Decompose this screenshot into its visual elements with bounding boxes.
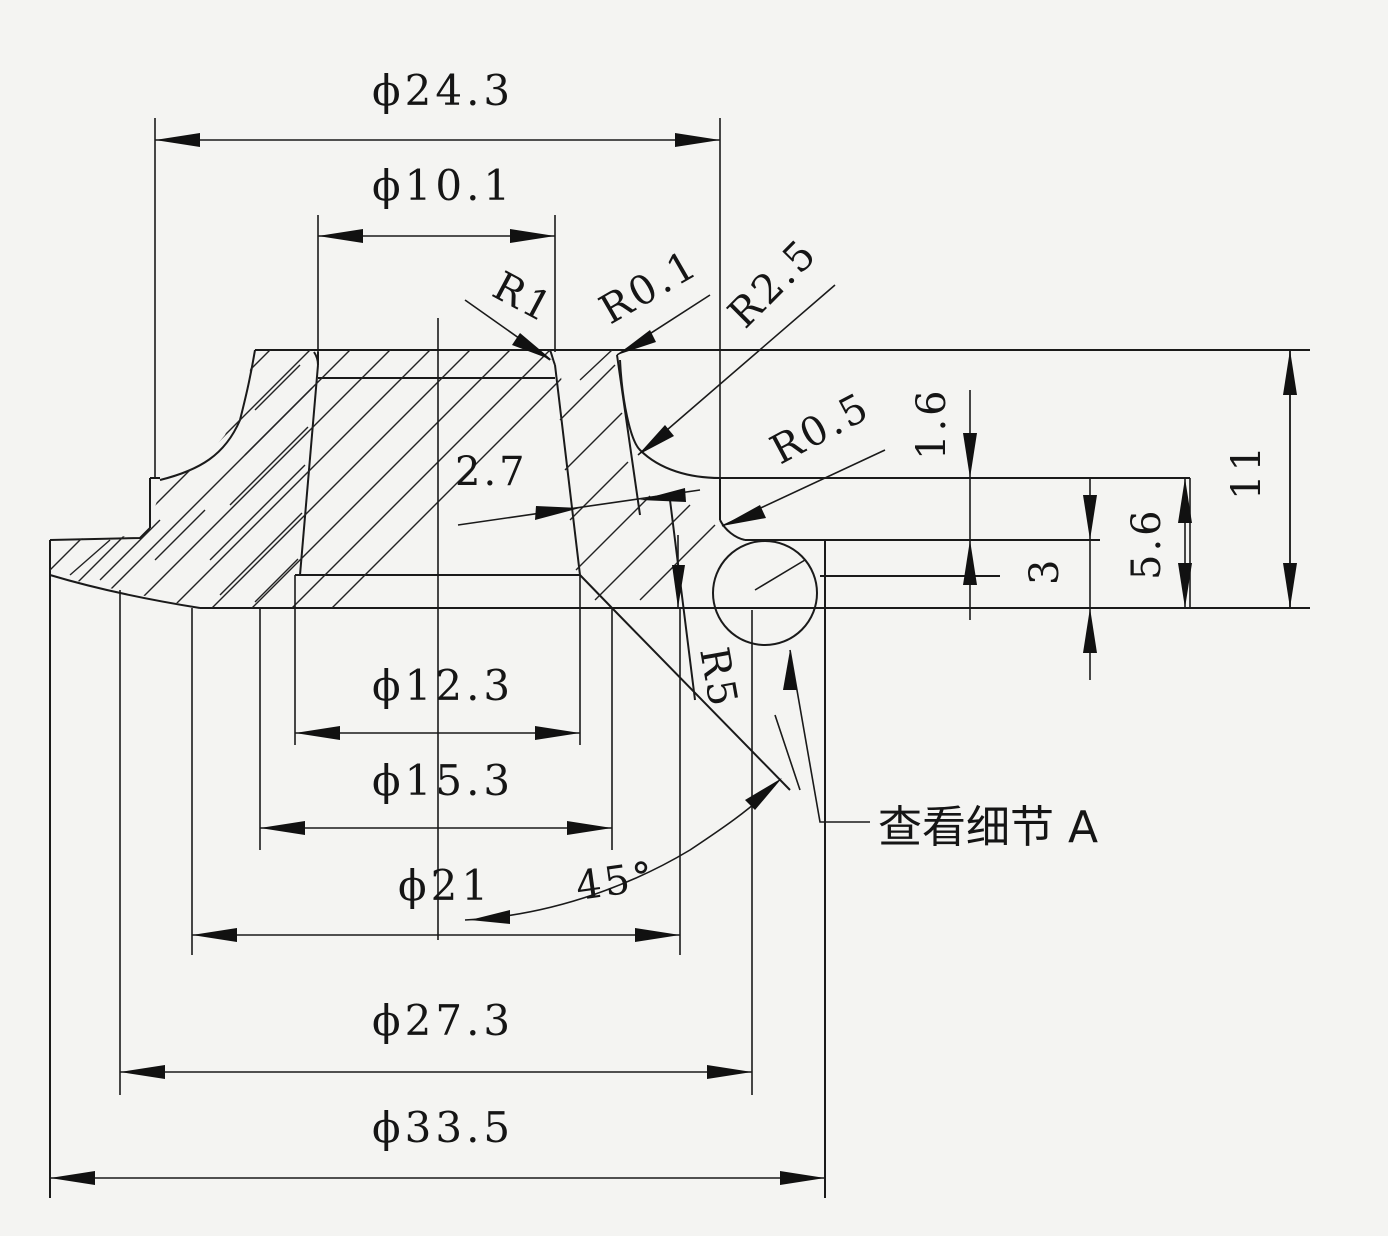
dim-d10-1: ϕ10.1 (372, 161, 514, 210)
length-11: 11 (1224, 443, 1270, 500)
extension-lines (119, 118, 1291, 1095)
radius-r0-1: R0.1 (592, 241, 707, 334)
length-5-6: 5.6 (1124, 507, 1170, 580)
hatch-left-wall (69, 364, 313, 603)
radius-r0-5: R0.5 (763, 384, 878, 474)
dim-d27-3: ϕ27.3 (372, 996, 514, 1045)
dim-d12-3: ϕ12.3 (372, 661, 514, 710)
dim-d33-5: ϕ33.5 (372, 1103, 514, 1152)
dim-d21: ϕ21 (398, 861, 492, 910)
angle-45: 45° (573, 853, 659, 910)
dim-d15-3: ϕ15.3 (372, 756, 514, 805)
dim-d24-3: ϕ24.3 (372, 66, 514, 115)
length-1-6: 1.6 (909, 387, 955, 460)
detail-a-label: 查看细节 A (878, 802, 1098, 853)
length-3: 3 (1022, 557, 1068, 585)
dimension-lines (50, 133, 1297, 1185)
length-2-7: 2.7 (455, 449, 528, 495)
radius-r2-5: R2.5 (720, 230, 827, 337)
radius-r5: R5 (690, 644, 746, 713)
detail-a-callout (712, 540, 870, 823)
